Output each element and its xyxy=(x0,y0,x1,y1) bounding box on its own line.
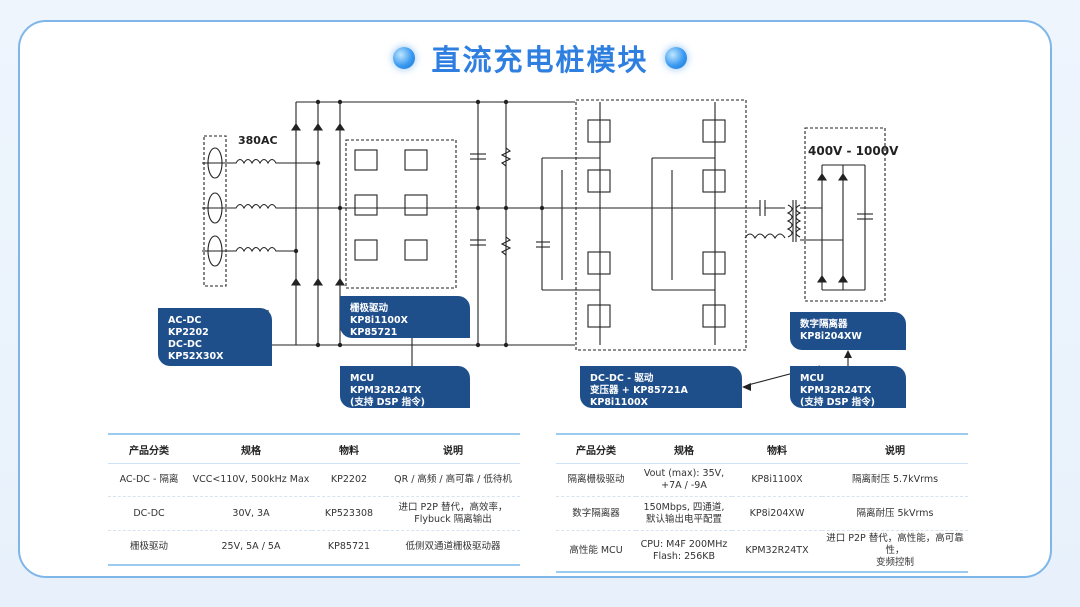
table-cell: 进口 P2P 替代，高效率， Flybuck 隔离输出 xyxy=(386,496,520,531)
table-cell: KP523308 xyxy=(312,496,386,531)
mcu-right-box: MCU KPM32R24TX (支持 DSP 指令) xyxy=(790,366,906,408)
mcu-left-box: MCU KPM32R24TX (支持 DSP 指令) xyxy=(340,366,470,408)
table-cell: 30V, 3A xyxy=(190,496,312,531)
table-header: 规格 xyxy=(190,433,312,464)
table-header: 产品分类 xyxy=(108,433,190,464)
pfc-switches xyxy=(354,149,428,261)
table-row: 数字隔离器 150Mbps, 四通道, 默认输出电平配置 KP8i204XW 隔… xyxy=(556,496,968,531)
table-header: 规格 xyxy=(636,433,732,464)
acdc-line: KP2202 xyxy=(168,327,209,338)
table-cell: 进口 P2P 替代，高性能，高可靠性， 变频控制 xyxy=(822,530,968,573)
table-cell: 高性能 MCU xyxy=(556,530,636,573)
dcdc-driver-line: 变压器 + KP85721A xyxy=(590,385,688,396)
acdc-line: DC-DC xyxy=(168,339,202,350)
digital-isolator-box: 数字隔离器 KP8i204XW xyxy=(790,312,906,350)
rectifier-diodes xyxy=(290,123,346,286)
table-cell: 数字隔离器 xyxy=(556,496,636,531)
input-inductors xyxy=(228,158,296,253)
pfc-switch-array xyxy=(345,139,457,289)
table-header-row: 产品分类 规格 物料 说明 xyxy=(556,433,968,464)
table-cell: KP8i1100X xyxy=(732,463,822,497)
gate-driver-line: 栅极驱动 xyxy=(350,303,389,314)
mcu-right-line: (支持 DSP 指令) xyxy=(800,397,875,408)
spec-table-right: 产品分类 规格 物料 说明 隔离栅极驱动 Vout (max): 35V, +7… xyxy=(556,433,968,573)
page-title: 直流充电桩模块 xyxy=(431,43,649,77)
table-row: AC-DC - 隔离 VCC<110V, 500kHz Max KP2202 Q… xyxy=(108,463,520,497)
gate-driver-line: KP85721 xyxy=(350,327,398,338)
table-header-row: 产品分类 规格 物料 说明 xyxy=(108,433,520,464)
table-cell: QR / 高频 / 高可靠 / 低待机 xyxy=(386,463,520,497)
gate-driver-line: KP8i1100X xyxy=(350,315,408,326)
acdc-line: AC-DC xyxy=(168,315,202,326)
gate-driver-box: 栅极驱动 KP8i1100X KP85721 xyxy=(340,296,470,338)
dcdc-primary-block xyxy=(575,99,747,351)
output-rectifier xyxy=(800,164,873,291)
acdc-box: AC-DC KP2202 DC-DC KP52X30X xyxy=(158,308,272,366)
table-header: 说明 xyxy=(822,433,968,464)
acdc-line: KP52X30X xyxy=(168,351,224,362)
table-cell: 低侧双通道栅极驱动器 xyxy=(386,530,520,566)
dcdc-primary-switches xyxy=(587,119,726,328)
dcdc-primary-wiring xyxy=(536,102,740,345)
table-header: 物料 xyxy=(732,433,822,464)
output-diodes xyxy=(816,173,849,283)
table-cell: VCC<110V, 500kHz Max xyxy=(190,463,312,497)
orb-right-icon xyxy=(664,47,687,69)
table-cell: AC-DC - 隔离 xyxy=(108,463,190,497)
table-row: 隔离栅极驱动 Vout (max): 35V, +7A / -9A KP8i11… xyxy=(556,463,968,497)
table-cell: KP8i204XW xyxy=(732,496,822,531)
table-cell: CPU: M4F 200MHz Flash: 256KB xyxy=(636,530,732,573)
table-cell: 栅极驱动 xyxy=(108,530,190,566)
mcu-left-line: KPM32R24TX xyxy=(350,385,422,396)
table-cell: 150Mbps, 四通道, 默认输出电平配置 xyxy=(636,496,732,531)
bus-capacitors xyxy=(470,102,512,345)
table-header: 说明 xyxy=(386,433,520,464)
table-cell: KP2202 xyxy=(312,463,386,497)
mcu-left-line: MCU xyxy=(350,373,375,384)
table-cell: 隔离耐压 5.7kVrms xyxy=(822,463,968,497)
mcu-right-line: MCU xyxy=(800,373,825,384)
spec-table-left: 产品分类 规格 物料 说明 AC-DC - 隔离 VCC<110V, 500kH… xyxy=(108,433,520,566)
table-header: 物料 xyxy=(312,433,386,464)
arrowheads xyxy=(742,350,852,391)
table-header: 产品分类 xyxy=(556,433,636,464)
table-cell: KPM32R24TX xyxy=(732,530,822,573)
ac-input-sources xyxy=(202,135,228,287)
dc-output-label: 400V - 1000V xyxy=(808,144,899,158)
table-row: DC-DC 30V, 3A KP523308 进口 P2P 替代，高效率， Fl… xyxy=(108,496,520,531)
output-rectifier-block xyxy=(804,127,886,302)
digital-isolator-line: KP8i204XW xyxy=(800,331,862,342)
table-cell: Vout (max): 35V, +7A / -9A xyxy=(636,463,732,497)
transformer xyxy=(740,200,802,242)
table-cell: 隔离耐压 5kVrms xyxy=(822,496,968,531)
orb-left-icon xyxy=(393,47,416,69)
title-bar: 直流充电桩模块 xyxy=(0,36,1080,80)
mcu-left-line: (支持 DSP 指令) xyxy=(350,397,425,408)
dcdc-driver-line: KP8i1100X xyxy=(590,397,648,408)
circuit-diagram xyxy=(202,99,886,391)
dcdc-driver-line: DC-DC - 驱动 xyxy=(590,373,654,384)
table-cell: KP85721 xyxy=(312,530,386,566)
table-cell: DC-DC xyxy=(108,496,190,531)
table-cell: 隔离栅极驱动 xyxy=(556,463,636,497)
ac-input-label: 380AC xyxy=(238,134,278,147)
digital-isolator-line: 数字隔离器 xyxy=(800,319,848,330)
table-row: 栅极驱动 25V, 5A / 5A KP85721 低侧双通道栅极驱动器 xyxy=(108,530,520,566)
mcu-right-line: KPM32R24TX xyxy=(800,385,872,396)
dcdc-driver-box: DC-DC - 驱动 变压器 + KP85721A KP8i1100X xyxy=(580,366,742,408)
table-cell: 25V, 5A / 5A xyxy=(190,530,312,566)
table-row: 高性能 MCU CPU: M4F 200MHz Flash: 256KB KPM… xyxy=(556,530,968,573)
